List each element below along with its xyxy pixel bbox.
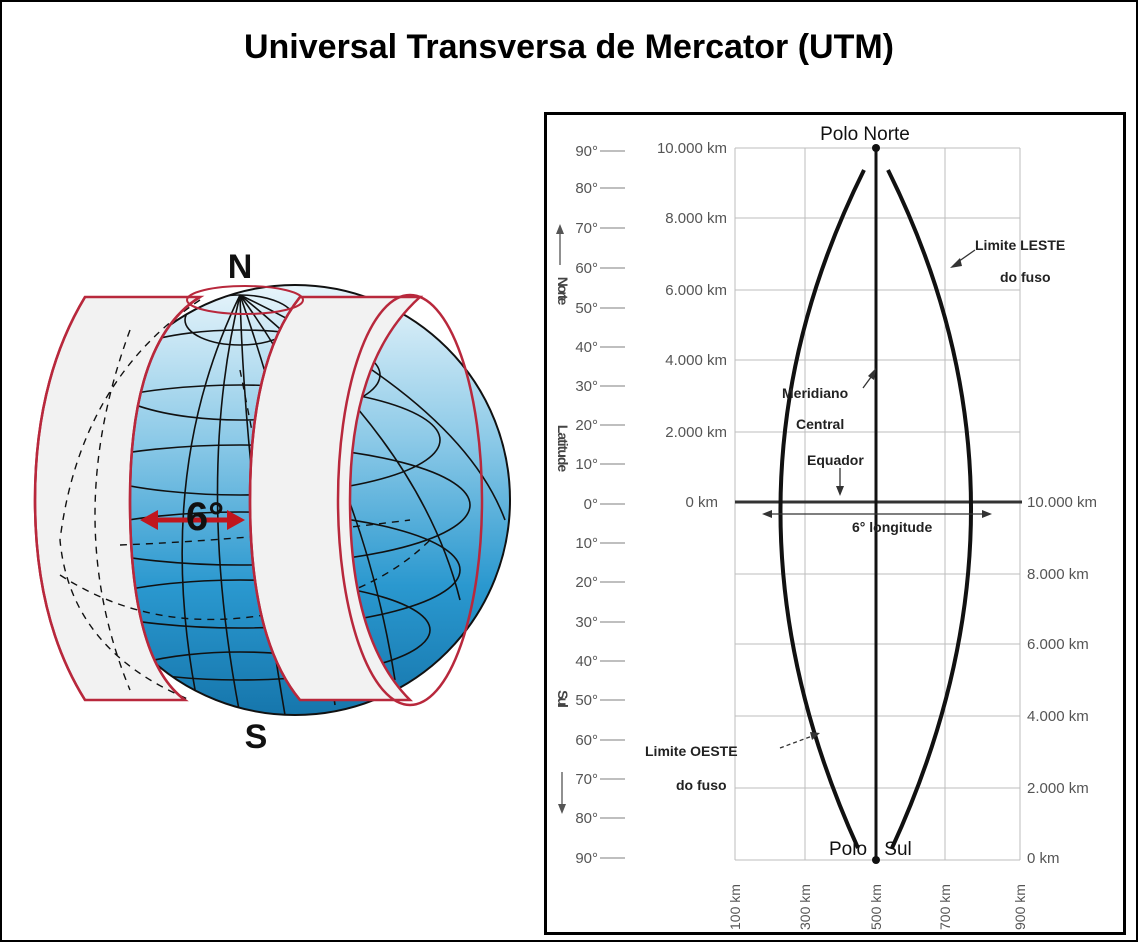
- utm-globe-illustration: 6° N S: [33, 248, 511, 756]
- west-limit-label-line2: do fuso: [676, 777, 727, 793]
- lat-label-0: 0°: [584, 496, 598, 513]
- annotation-labels: Limite LESTE do fuso Meridiano Central E…: [645, 237, 1065, 793]
- south-pole-label: S: [245, 718, 268, 756]
- utm-grid-panel: Polo Norte Polo Sul 90° 80° 70° 60° 50° …: [544, 112, 1126, 935]
- west-limit-label-line1: Limite OESTE: [645, 743, 738, 759]
- west-zone-limit-curve: [778, 169, 866, 849]
- cylinder-right-rim: [336, 293, 484, 707]
- km-right-10000: 10.000 km: [1027, 494, 1097, 511]
- north-pole-label: N: [228, 248, 253, 286]
- cylinder-left-rim: [33, 296, 87, 701]
- km-right-6000: 6.000 km: [1027, 636, 1089, 653]
- axis-word-sul: Sul: [555, 690, 571, 707]
- lat-label-n90: 90°: [575, 143, 598, 160]
- south-pole-text-left: Polo: [829, 839, 867, 860]
- lat-label-s20: 20°: [575, 574, 598, 591]
- axis-word-norte: Norte: [555, 277, 571, 306]
- axis-words: Norte Latitude Sul: [555, 277, 571, 707]
- north-pole-point: [872, 144, 880, 152]
- lat-label-s10: 10°: [575, 535, 598, 552]
- north-pole-text: Polo Norte: [820, 124, 910, 145]
- latitude-ticks: [600, 150, 625, 859]
- longitude-span-arrow: [762, 510, 992, 518]
- east-limit-label-line1: Limite LESTE: [975, 237, 1065, 253]
- lat-label-n20: 20°: [575, 417, 598, 434]
- page-title: Universal Transversa de Mercator (UTM): [243, 28, 895, 66]
- utm-grid-diagram: Polo Norte Polo Sul 90° 80° 70° 60° 50° …: [555, 124, 1097, 930]
- lat-label-s90: 90°: [575, 850, 598, 867]
- zone-band-right-edge: [248, 296, 301, 701]
- equator-label: Equador: [807, 452, 864, 468]
- north-km-labels: 10.000 km 8.000 km 6.000 km 4.000 km 2.0…: [657, 140, 727, 511]
- south-pole-text-right: Sul: [884, 839, 911, 860]
- axis-word-latitude: Latitude: [555, 425, 571, 473]
- km-left-10000: 10.000 km: [657, 140, 727, 157]
- lat-label-n40: 40°: [575, 339, 598, 356]
- lat-label-n60: 60°: [575, 260, 598, 277]
- latitude-labels: 90° 80° 70° 60° 50° 40° 30° 20° 10° 0° 1…: [575, 143, 598, 867]
- lat-label-s50: 50°: [575, 692, 598, 709]
- km-right-4000: 4.000 km: [1027, 708, 1089, 725]
- easting-700: 700 km: [937, 884, 953, 930]
- lat-label-n80: 80°: [575, 180, 598, 197]
- lat-label-n30: 30°: [575, 378, 598, 395]
- central-meridian-label-line2: Central: [796, 416, 844, 432]
- zone-band-left-edge: [128, 295, 201, 702]
- east-zone-limit-curve: [886, 169, 973, 849]
- south-pole-point: [872, 856, 880, 864]
- lat-label-n10: 10°: [575, 456, 598, 473]
- easting-100: 100 km: [727, 884, 743, 930]
- km-left-6000: 6.000 km: [665, 282, 727, 299]
- lat-label-n70: 70°: [575, 220, 598, 237]
- lat-label-s40: 40°: [575, 653, 598, 670]
- lat-label-s60: 60°: [575, 732, 598, 749]
- km-left-0: 0 km: [685, 494, 718, 511]
- south-km-labels: 10.000 km 8.000 km 6.000 km 4.000 km 2.0…: [1027, 494, 1097, 867]
- km-right-8000: 8.000 km: [1027, 566, 1089, 583]
- lat-label-s30: 30°: [575, 614, 598, 631]
- lat-label-s70: 70°: [575, 771, 598, 788]
- zone-width-arrow: [140, 510, 245, 530]
- easting-500: 500 km: [868, 884, 884, 930]
- easting-labels: 100 km 300 km 500 km 700 km 900 km: [727, 884, 1028, 930]
- east-limit-label-line2: do fuso: [1000, 269, 1051, 285]
- easting-900: 900 km: [1012, 884, 1028, 930]
- km-right-2000: 2.000 km: [1027, 780, 1089, 797]
- km-right-0: 0 km: [1027, 850, 1060, 867]
- longitude-span-label: 6° longitude: [852, 519, 932, 535]
- easting-300: 300 km: [797, 884, 813, 930]
- axis-direction-arrows: [556, 224, 566, 814]
- km-left-8000: 8.000 km: [665, 210, 727, 227]
- callout-arrowheads: [810, 258, 962, 740]
- km-left-4000: 4.000 km: [665, 352, 727, 369]
- lat-label-s80: 80°: [575, 810, 598, 827]
- km-left-2000: 2.000 km: [665, 424, 727, 441]
- central-meridian-label-line1: Meridiano: [782, 385, 848, 401]
- zone-width-label: 6°: [186, 495, 224, 539]
- lat-label-n50: 50°: [575, 300, 598, 317]
- zone-band-top-rim: [186, 285, 304, 315]
